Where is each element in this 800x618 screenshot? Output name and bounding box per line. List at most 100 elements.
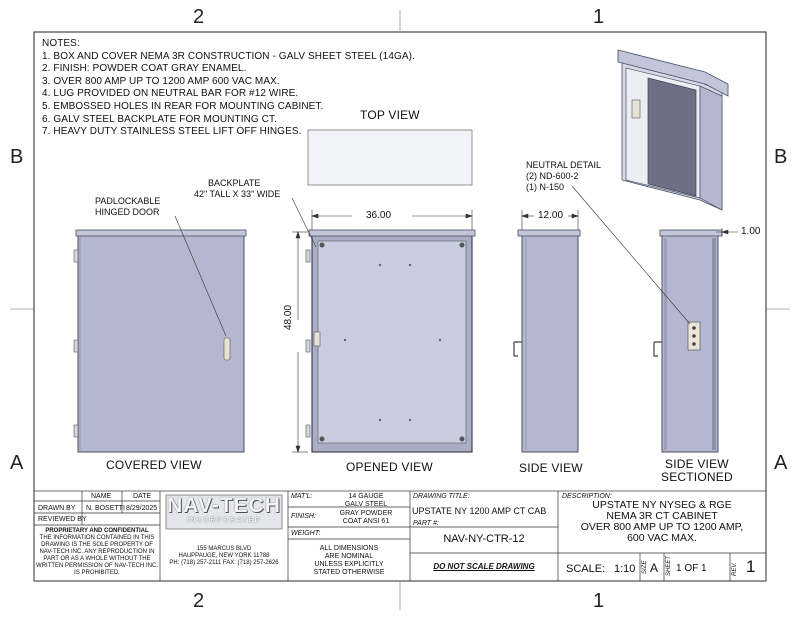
sectioned-view-label: SIDE VIEW SECTIONED	[661, 458, 733, 484]
width-dimension: 36.00	[366, 210, 392, 221]
tb-matl-line: GALV STEEL	[344, 501, 388, 508]
overhang-dimension-lines	[716, 228, 738, 236]
address-line: PH: (718) 257-2111 FAX: (718) 257-2626	[169, 560, 279, 566]
depth-dimension-lines	[521, 210, 579, 230]
notes-block: NOTES: 1. BOX AND COVER NEMA 3R CONSTRUC…	[42, 38, 415, 139]
tb-reviewed-by-label: REVIEWED BY	[38, 516, 87, 523]
tb-proprietary-line: WRITTEN PERMISSION OF NAV-TECH INC.	[36, 563, 158, 569]
backplate-callout: BACKPLATE 42" TALL X 33" WIDE	[194, 178, 280, 200]
tb-drawn-by-label: DRAWN BY	[38, 505, 76, 512]
tb-description-label: DESCRIPTION:	[562, 493, 612, 500]
opened-view-label: OPENED VIEW	[346, 460, 433, 474]
padlock-leader	[174, 215, 227, 337]
opened-view-drawing	[305, 229, 476, 453]
neutral-leader	[571, 185, 691, 325]
tb-sheet-value: 1 OF 1	[676, 563, 707, 574]
tb-rev-value: 1	[746, 557, 756, 576]
padlock-callout: PADLOCKABLE HINGED DOOR	[95, 196, 160, 218]
callout-line: HINGED DOOR	[95, 207, 160, 217]
address-line: 155 MARCUS BLVD	[196, 546, 252, 552]
company-address: 155 MARCUS BLVD HAUPPAUGE, NEW YORK 1178…	[160, 546, 288, 567]
zone-label-top-right: 1	[593, 6, 605, 28]
covered-view-label: COVERED VIEW	[106, 458, 202, 472]
tb-drawn-by-name: N. BOSETTI	[86, 505, 125, 512]
zone-label-top-left: 2	[193, 6, 205, 28]
tb-matl-value: 14 GAUGE GALV STEEL	[322, 493, 410, 509]
height-dimension-lines	[292, 231, 308, 453]
tb-dimensions-note: ALL DIMENSIONS ARE NOMINAL UNLESS EXPLIC…	[288, 545, 410, 577]
padlock-handle	[223, 337, 231, 361]
tb-rev-label: REV.	[732, 562, 738, 576]
tb-dim-line: ARE NOMINAL	[324, 553, 374, 560]
title-block-lines	[33, 490, 767, 582]
note-item: 3. OVER 800 AMP UP TO 1200 AMP 600 VAC M…	[42, 75, 280, 87]
tb-proprietary: PROPRIETARY AND CONFIDENTIAL THE INFORMA…	[34, 528, 160, 577]
tb-dim-line: ALL DIMENSIONS	[319, 545, 379, 552]
tb-scale-value: 1:10	[614, 563, 636, 575]
backplate-leader	[291, 197, 317, 248]
tb-description: UPSTATE NY NYSEG & RGE NEMA 3R CT CABINE…	[558, 500, 766, 544]
tb-scale-label: SCALE:	[566, 563, 606, 575]
tb-finish-line: GRAY POWDER	[339, 510, 393, 517]
tb-header-date: DATE	[133, 493, 152, 500]
width-dimension-lines	[311, 210, 473, 230]
tb-proprietary-title: PROPRIETARY AND CONFIDENTIAL	[45, 528, 149, 534]
zone-label-left-b: B	[10, 146, 24, 168]
company-logo-text: NAV-TECH	[167, 494, 281, 517]
depth-dimension: 12.00	[538, 210, 564, 221]
tb-proprietary-line: THE INFORMATION CONTAINED IN THIS	[39, 535, 155, 541]
company-logo: NAV-TECH INCORPORATED	[166, 494, 282, 525]
tb-dim-line: UNLESS EXPLICITLY	[314, 561, 384, 568]
callout-line: NEUTRAL DETAIL	[526, 160, 602, 170]
zone-label-right-b: B	[774, 146, 788, 168]
tb-matl-line: 14 GAUGE	[348, 493, 384, 500]
tb-sheet-label: SHEET	[666, 555, 672, 576]
tb-size-label: SIZE	[642, 560, 648, 574]
covered-view-drawing	[73, 229, 247, 453]
side-view-label: SIDE VIEW	[519, 461, 583, 475]
top-view-shape	[307, 129, 473, 186]
tb-drawing-title-label: DRAWING TITLE:	[413, 493, 470, 500]
note-item: 2. FINISH: POWDER COAT GRAY ENAMEL.	[42, 63, 247, 75]
top-view-label: TOP VIEW	[360, 108, 420, 122]
tb-finish-value: GRAY POWDER COAT ANSI 61	[322, 510, 410, 526]
tb-proprietary-line: DRAWING IS THE SOLE PROPERTY OF	[41, 542, 153, 548]
tb-header-name: NAME	[91, 493, 112, 500]
tb-description-line: 600 VAC MAX.	[627, 532, 697, 544]
tb-description-line: NEMA 3R CT CABINET	[606, 510, 718, 522]
tb-finish-line: COAT ANSI 61	[342, 518, 390, 525]
neutral-callout: NEUTRAL DETAIL (2) ND-600-2 (1) N-150	[526, 160, 601, 193]
overhang-dimension: 1.00	[741, 226, 761, 237]
callout-line: (1) N-150	[526, 182, 565, 192]
zone-label-bottom-left: 2	[193, 590, 205, 612]
tb-finish-label: FINISH:	[291, 513, 316, 520]
callout-line: BACKPLATE	[208, 178, 261, 188]
tb-drawn-by-date: 8/29/2025	[126, 505, 158, 512]
tb-description-line: OVER 800 AMP UP TO 1200 AMP,	[580, 521, 744, 533]
zone-label-left-a: A	[10, 452, 24, 474]
side-view-drawing	[513, 229, 581, 453]
sectioned-view-drawing	[653, 229, 723, 453]
tb-drawing-title: UPSTATE NY 1200 AMP CT CAB	[412, 506, 547, 516]
callout-line: 42" TALL X 33" WIDE	[194, 189, 281, 199]
tb-do-not-scale: DO NOT SCALE DRAWING	[433, 562, 535, 571]
note-item: 5. EMBOSSED HOLES IN REAR FOR MOUNTING C…	[42, 100, 324, 112]
tb-weight-label: WEIGHT:	[291, 530, 321, 537]
note-item: 1. BOX AND COVER NEMA 3R CONSTRUCTION - …	[42, 50, 415, 62]
tb-matl-label: MAT'L:	[291, 493, 313, 500]
address-line: HAUPPAUGE, NEW YORK 11788	[178, 553, 270, 559]
backplate	[317, 240, 467, 444]
notes-title: NOTES:	[42, 38, 80, 49]
tb-size-value: A	[650, 561, 659, 575]
isometric-view-drawing	[617, 49, 729, 211]
tb-part-label: PART #:	[413, 520, 439, 527]
sectioned-view-label-line: SIDE VIEW	[665, 457, 729, 471]
tb-description-line: UPSTATE NY NYSEG & RGE	[592, 499, 732, 511]
callout-line: (2) ND-600-2	[526, 171, 579, 181]
logo-plate	[165, 494, 283, 530]
zone-label-bottom-right: 1	[593, 590, 605, 612]
zone-label-right-a: A	[774, 452, 788, 474]
company-logo-sub: INCORPORATED	[186, 517, 262, 524]
note-item: 7. HEAVY DUTY STAINLESS STEEL LIFT OFF H…	[42, 126, 302, 138]
